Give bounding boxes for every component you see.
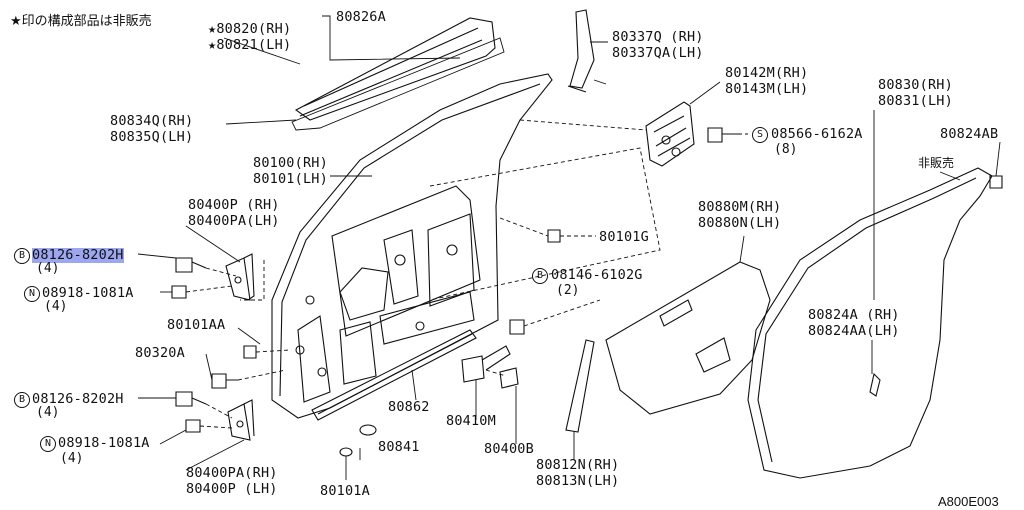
part-80101AA[interactable]: 80101AA — [167, 317, 226, 333]
part-80101A[interactable]: 80101A — [320, 483, 370, 499]
sash-strip — [567, 9, 595, 93]
lower-hinge — [227, 399, 255, 441]
leader-lines — [137, 15, 1001, 480]
qty-08126-lower: (4) — [36, 405, 60, 420]
part-80820[interactable]: ★80820(RH) — [208, 21, 292, 37]
outer-belt-molding — [294, 17, 496, 121]
part-80320A[interactable]: 80320A — [135, 345, 185, 361]
mirror-bracket — [645, 101, 695, 167]
door-panel — [271, 73, 553, 419]
part-80831[interactable]: 80831(LH) — [878, 93, 953, 109]
part-80862[interactable]: 80862 — [388, 399, 430, 415]
part-80400P-lower[interactable]: 80400P (LH) — [186, 481, 278, 497]
qty-08126-upper: (4) — [36, 261, 60, 276]
figure-code: A800E003 — [938, 494, 999, 509]
sealing-screen — [605, 261, 771, 415]
part-80830[interactable]: 80830(RH) — [878, 77, 953, 93]
part-80400PA-lower[interactable]: 80400PA(RH) — [186, 465, 278, 481]
part-80812N[interactable]: 80812N(RH) — [536, 457, 620, 473]
part-80813N[interactable]: 80813N(LH) — [536, 473, 620, 489]
part-80400PA[interactable]: 80400PA(LH) — [188, 213, 280, 229]
sash-trim — [565, 339, 595, 433]
part-08918-1081A-upper[interactable]: 08918-1081A — [42, 285, 134, 301]
part-80142M[interactable]: 80142M(RH) — [725, 65, 809, 81]
non-sale-note: ★印の構成部品は非販売 — [10, 14, 152, 29]
part-80337QA[interactable]: 80337QA(LH) — [612, 45, 704, 61]
bolts — [171, 127, 1003, 433]
qty-08918-lower: (4) — [60, 451, 84, 466]
qty-08566: (8) — [774, 142, 798, 157]
qty-08146: (2) — [556, 283, 580, 298]
part-80835Q[interactable]: 80835Q(LH) — [110, 129, 194, 145]
prefix-b-circle-2: B — [14, 392, 30, 408]
prefix-n-circle-2: N — [40, 436, 56, 452]
part-80834Q[interactable]: 80834Q(RH) — [110, 113, 194, 129]
part-80410M[interactable]: 80410M — [446, 413, 496, 429]
part-08566-6162A[interactable]: 08566-6162A — [771, 126, 863, 142]
non-sale-mark: 非販売 — [918, 156, 955, 170]
part-08918-1081A-lower[interactable]: 08918-1081A — [58, 435, 150, 451]
part-80824A[interactable]: 80824A (RH) — [808, 307, 900, 323]
part-80824AB[interactable]: 80824AB — [940, 126, 999, 142]
prefix-n-circle-1: N — [24, 286, 40, 302]
door-weatherstrip — [747, 167, 993, 479]
part-80841[interactable]: 80841 — [378, 439, 420, 455]
part-80337Q[interactable]: 80337Q (RH) — [612, 29, 704, 45]
door-lower-seal — [311, 329, 477, 421]
door-check-link — [461, 345, 519, 389]
part-80400P[interactable]: 80400P (RH) — [188, 197, 280, 213]
part-08126-8202H-lower[interactable]: 08126-8202H — [32, 391, 124, 407]
qty-08918-upper: (4) — [44, 299, 68, 314]
part-08126-8202H-upper[interactable]: 08126-8202H — [32, 247, 124, 263]
upper-hinge — [225, 253, 255, 301]
part-80826A[interactable]: 80826A — [336, 9, 386, 25]
plugs — [339, 424, 377, 457]
prefix-s-circle: S — [752, 127, 768, 143]
part-08146-6102G[interactable]: 08146-6102G — [551, 267, 643, 283]
part-80101G[interactable]: 80101G — [599, 229, 649, 245]
prefix-b-circle-1: B — [14, 248, 30, 264]
part-80880N[interactable]: 80880N(LH) — [698, 215, 782, 231]
part-80101[interactable]: 80101(LH) — [253, 171, 328, 187]
part-80824AA[interactable]: 80824AA(LH) — [808, 323, 900, 339]
inner-belt-molding — [291, 37, 505, 131]
part-80400B[interactable]: 80400B — [484, 441, 534, 457]
part-80100[interactable]: 80100(RH) — [253, 155, 328, 171]
part-80143M[interactable]: 80143M(LH) — [725, 81, 809, 97]
part-80880M[interactable]: 80880M(RH) — [698, 199, 782, 215]
part-80821[interactable]: ★80821(LH) — [208, 37, 292, 53]
prefix-b-circle-3: B — [532, 268, 548, 284]
